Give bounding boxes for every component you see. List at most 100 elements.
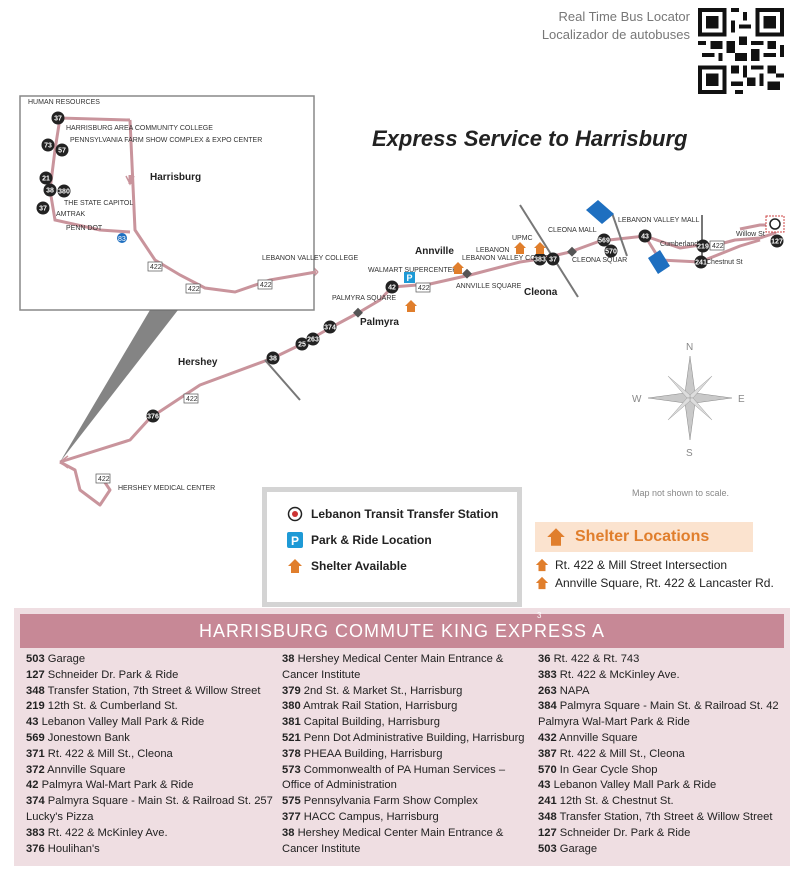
- schedule-stop: 374 Palmyra Square - Main St. & Railroad…: [26, 794, 276, 810]
- stop-marker[interactable]: 73: [41, 138, 55, 152]
- schedule-stop: 241 12th St. & Chestnut St.: [538, 794, 788, 810]
- schedule-stop: 575 Pennsylvania Farm Show Complex: [282, 794, 532, 810]
- stop-marker[interactable]: 219: [696, 239, 710, 253]
- stop-marker[interactable]: 57: [55, 143, 69, 157]
- stop-number: 381: [282, 716, 301, 729]
- stop-name: Penn Dot Administrative Building, Harris…: [303, 731, 525, 744]
- stop-marker[interactable]: 374: [323, 320, 337, 334]
- label-amtrak: AMTRAK: [56, 211, 86, 218]
- svg-text:374: 374: [324, 325, 336, 332]
- transfer-station-icon: [765, 215, 785, 233]
- stop-marker[interactable]: 376: [146, 409, 160, 423]
- stop-marker[interactable]: 569: [597, 233, 611, 247]
- stop-marker[interactable]: 37: [546, 252, 560, 266]
- rail-line-mall: [611, 212, 628, 257]
- svg-text:38: 38: [269, 356, 277, 363]
- stop-name: HACC Campus, Harrisburg: [303, 810, 439, 823]
- svg-text:422: 422: [418, 285, 430, 292]
- stop-name: Palmyra Square - Main St. & Railroad St.…: [559, 700, 779, 713]
- stop-number: 378: [282, 747, 301, 760]
- place-harrisburg: Harrisburg: [150, 172, 201, 183]
- label-chestnut: Chestnut St: [706, 259, 743, 266]
- stop-name: Garage: [47, 653, 86, 665]
- stop-number: 521: [282, 731, 301, 744]
- label-palmyra-square: PALMYRA SQUARE: [332, 295, 396, 302]
- stop-marker[interactable]: 383: [533, 252, 547, 266]
- stop-number: 348: [538, 810, 557, 823]
- schedule-stop: 503 Garage: [538, 842, 788, 858]
- svg-text:83: 83: [118, 236, 126, 243]
- route-map: Harrisburg Hershey Palmyra Annville Cleo…: [19, 95, 785, 507]
- stop-name: Transfer Station, 7th Street & Willow St…: [47, 684, 261, 697]
- svg-text:422: 422: [188, 286, 200, 293]
- schedule-stop: Cancer Institute: [282, 668, 532, 684]
- label-cumberland: Cumberland St: [660, 241, 707, 248]
- stop-name: Schneider Dr. Park & Ride: [559, 826, 691, 839]
- stop-name: Annville Square: [559, 731, 638, 744]
- stop-marker[interactable]: 38: [43, 183, 57, 197]
- compass-s: S: [686, 448, 693, 459]
- stop-name: PHEAA Building, Harrisburg: [303, 747, 443, 760]
- schedule-stop: 38 Hershey Medical Center Main Entrance …: [282, 652, 532, 668]
- compass-e: E: [738, 394, 745, 405]
- stop-marker[interactable]: 21: [39, 171, 53, 185]
- schedule-stop: 383 Rt. 422 & McKinley Ave.: [538, 668, 788, 684]
- label-lebanon-valley-mall: LEBANON VALLEY MALL: [618, 217, 700, 224]
- stop-number: 383: [538, 668, 557, 681]
- scale-note: Map not shown to scale.: [632, 488, 730, 498]
- shelter-icon: [547, 528, 565, 546]
- schedule-stop: 42 Palmyra Wal-Mart Park & Ride: [26, 778, 276, 794]
- stop-name: Hershey Medical Center Main Entrance &: [297, 653, 504, 665]
- stop-number: 377: [282, 810, 301, 823]
- qr-code-icon[interactable]: [698, 8, 784, 94]
- place-cleona: Cleona: [524, 287, 558, 298]
- compass-w: W: [632, 394, 642, 405]
- svg-text:376: 376: [147, 414, 159, 421]
- stop-marker[interactable]: 241: [694, 255, 708, 269]
- svg-text:21: 21: [42, 176, 50, 183]
- label-walmart: WALMART SUPERCENTER: [368, 267, 457, 274]
- shelter-location-2: Annville Square, Rt. 422 & Lancaster Rd.: [535, 576, 774, 590]
- stop-marker[interactable]: 37: [51, 111, 65, 125]
- stop-marker[interactable]: 43: [638, 229, 652, 243]
- legend-transfer: Lebanon Transit Transfer Station: [287, 506, 498, 522]
- stop-number: 127: [26, 668, 45, 681]
- stop-name: 12th St. & Chestnut St.: [559, 795, 674, 808]
- schedule-stop: Cancer Institute: [282, 842, 532, 858]
- svg-text:570: 570: [605, 249, 617, 256]
- schedule-title-text: HARRISBURG COMMUTE KING EXPRESS A: [198, 620, 606, 641]
- svg-text:42: 42: [388, 285, 396, 292]
- stop-number: 379: [282, 684, 301, 697]
- legend-transfer-label: Lebanon Transit Transfer Station: [311, 507, 499, 521]
- stop-marker[interactable]: 127: [770, 234, 784, 248]
- stop-marker[interactable]: 42: [385, 280, 399, 294]
- label-human-resources: HUMAN RESOURCES: [28, 99, 100, 106]
- locator-line-1: Real Time Bus Locator: [558, 9, 690, 24]
- schedule-stop: 379 2nd St. & Market St., Harrisburg: [282, 684, 532, 700]
- svg-text:422: 422: [712, 243, 724, 250]
- stop-marker[interactable]: 37: [36, 201, 50, 215]
- rail-line-cleona: [519, 204, 579, 298]
- schedule-stop: Office of Administration: [282, 778, 532, 794]
- stop-number: 42: [26, 779, 39, 792]
- svg-text:57: 57: [58, 148, 66, 155]
- stop-name: Pennsylvania Farm Show Complex: [303, 795, 478, 808]
- stop-marker[interactable]: 25: [295, 337, 309, 351]
- label-lebanon-valley-college: LEBANON VALLEY COLLEGE: [462, 255, 559, 262]
- stop-number: 432: [538, 731, 557, 744]
- stop-name: Amtrak Rail Station, Harrisburg: [303, 700, 458, 713]
- stop-number: 503: [538, 842, 557, 855]
- schedule-panel: HARRISBURG COMMUTE KING EXPRESS A 3 503 …: [14, 608, 790, 866]
- stop-marker[interactable]: 38: [266, 351, 280, 365]
- stop-name: Capital Building, Harrisburg: [303, 716, 440, 729]
- stop-marker[interactable]: 263: [306, 332, 320, 346]
- stop-name: Palmyra Wal-Mart Park & Ride: [41, 779, 194, 792]
- schedule-stop: 377 HACC Campus, Harrisburg: [282, 810, 532, 826]
- stop-marker[interactable]: 380: [57, 184, 71, 198]
- label-hershey-medical: HERSHEY MEDICAL CENTER: [118, 485, 215, 492]
- stop-name: 12th St. & Cumberland St.: [47, 700, 178, 713]
- stop-name: Annville Square: [47, 763, 126, 776]
- schedule-stop: 383 Rt. 422 & McKinley Ave.: [26, 826, 276, 842]
- stop-marker[interactable]: 570: [604, 244, 618, 258]
